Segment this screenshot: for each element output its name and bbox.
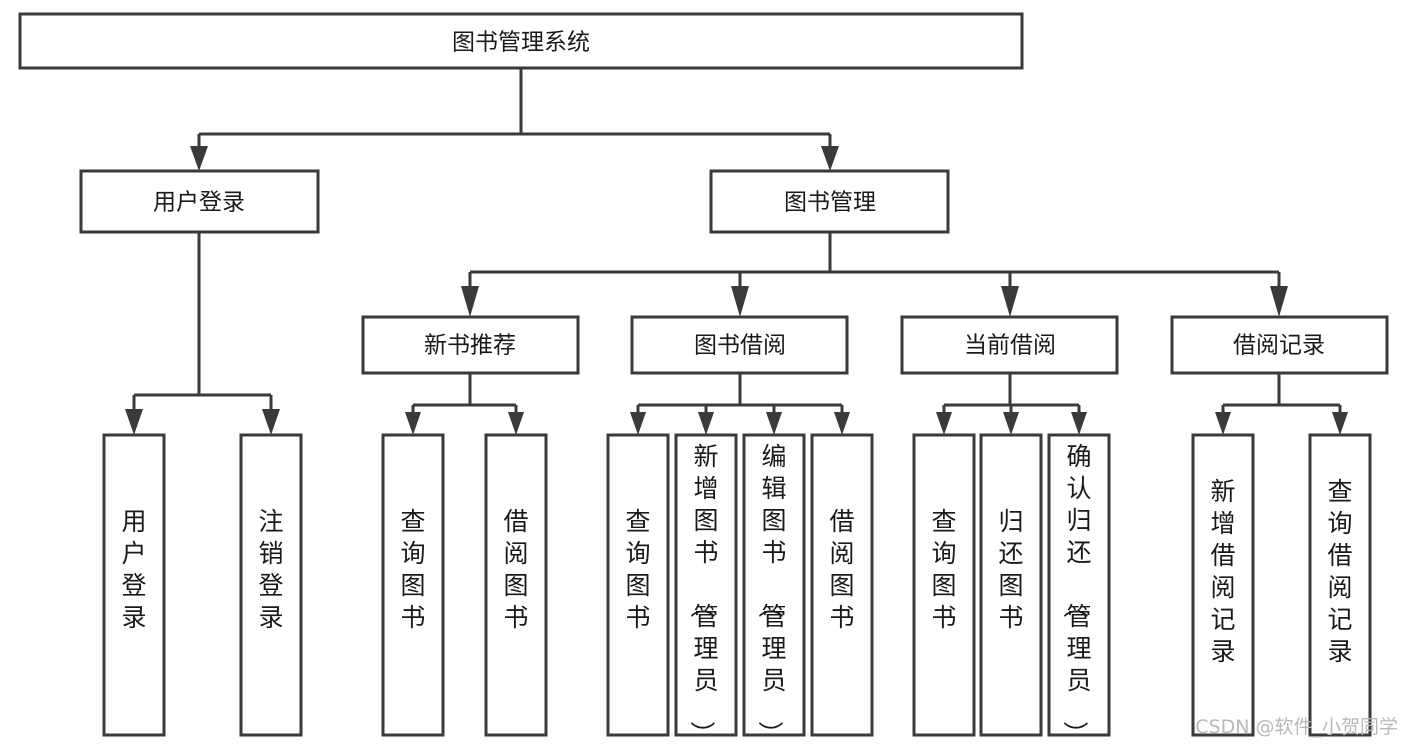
node-borrow-record-label: 借阅记录 — [1233, 333, 1325, 359]
connector-book-management-to-level3 — [461, 232, 1288, 317]
leaf-logout-label: 注销登录 — [258, 507, 283, 632]
leaf-confirm-return-label: 确认归还（管理员） — [1060, 442, 1091, 746]
leaf-logout[interactable]: 注销登录 — [239, 433, 303, 737]
watermark-label: CSDN @软件_小贺同学 — [1195, 716, 1398, 738]
leaf-return-book-label: 归还图书 — [998, 507, 1023, 632]
connector-current-borrow-to-leaves — [936, 373, 1087, 435]
node-new-book-recommend-label: 新书推荐 — [424, 333, 516, 359]
node-new-book-recommend[interactable]: 新书推荐 — [361, 315, 580, 375]
leaf-query-book-3[interactable]: 查询图书 — [912, 433, 976, 737]
node-book-borrow[interactable]: 图书借阅 — [630, 315, 849, 375]
leaf-edit-book-label: 编辑图书（管理员） — [755, 442, 786, 746]
leaf-query-record-label: 查询借阅记录 — [1327, 477, 1352, 666]
node-book-borrow-label: 图书借阅 — [694, 333, 786, 359]
connector-root-to-level2 — [190, 68, 839, 171]
node-book-management[interactable]: 图书管理 — [709, 169, 950, 234]
node-user-login[interactable]: 用户登录 — [79, 169, 320, 234]
node-current-borrow[interactable]: 当前借阅 — [900, 315, 1119, 375]
node-current-borrow-label: 当前借阅 — [964, 333, 1056, 359]
node-book-management-label: 图书管理 — [784, 190, 876, 216]
leaf-borrow-book-1-label: 借阅图书 — [503, 507, 528, 632]
leaf-query-book-2[interactable]: 查询图书 — [606, 433, 670, 737]
leaf-query-record[interactable]: 查询借阅记录 — [1308, 433, 1372, 737]
leaf-edit-book[interactable]: 编辑图书（管理员） — [742, 433, 806, 746]
leaf-user-login[interactable]: 用户登录 — [102, 433, 166, 737]
leaf-add-record-label: 新增借阅记录 — [1210, 477, 1235, 666]
leaf-add-record[interactable]: 新增借阅记录 — [1191, 433, 1255, 737]
leaf-query-book-2-label: 查询图书 — [625, 507, 650, 632]
node-root-label: 图书管理系统 — [452, 30, 590, 56]
connector-new-book-recommend-to-leaves — [405, 373, 524, 435]
leaf-borrow-book-2[interactable]: 借阅图书 — [810, 433, 874, 737]
leaf-query-book-3-label: 查询图书 — [931, 507, 956, 632]
leaf-borrow-book-1[interactable]: 借阅图书 — [484, 433, 548, 737]
leaf-return-book[interactable]: 归还图书 — [979, 433, 1043, 737]
leaf-query-book-1-label: 查询图书 — [400, 507, 425, 632]
leaf-confirm-return[interactable]: 确认归还（管理员） — [1047, 433, 1111, 746]
node-user-login-label: 用户登录 — [153, 190, 245, 216]
connector-borrow-record-to-leaves — [1215, 373, 1348, 435]
leaf-borrow-book-2-label: 借阅图书 — [829, 507, 854, 632]
leaf-add-book[interactable]: 新增图书（管理员） — [674, 433, 738, 746]
node-root[interactable]: 图书管理系统 — [18, 12, 1024, 70]
connector-user-login-to-leaves — [125, 232, 280, 435]
connector-book-borrow-to-leaves — [630, 373, 850, 435]
leaf-user-login-label: 用户登录 — [121, 507, 146, 632]
leaf-add-book-label: 新增图书（管理员） — [687, 442, 718, 746]
node-borrow-record[interactable]: 借阅记录 — [1170, 315, 1389, 375]
leaf-query-book-1[interactable]: 查询图书 — [381, 433, 445, 737]
